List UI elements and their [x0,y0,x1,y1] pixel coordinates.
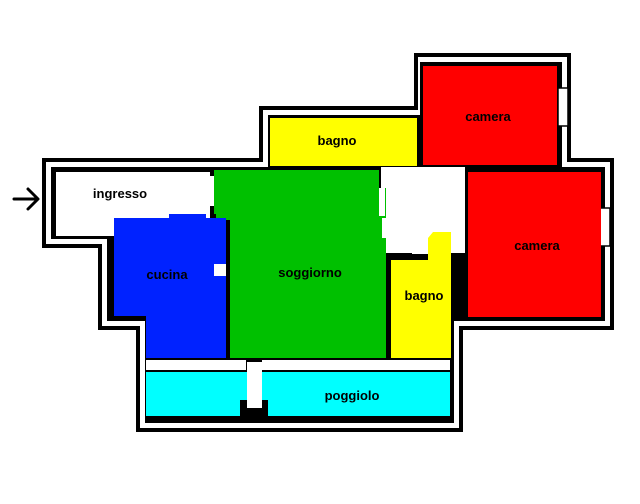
balcony-gap-right [262,360,450,370]
label-ingresso: ingresso [93,186,147,201]
window-camera-top [557,87,569,127]
label-camera-right: camera [514,238,560,253]
door-ingresso [208,176,214,206]
window-camera-right [599,207,611,247]
label-soggiorno: soggiorno [278,265,342,280]
room-cucina [114,214,226,358]
arrow-right-icon [12,187,40,211]
balcony-divider [247,362,262,408]
label-cucina: cucina [146,267,188,282]
room-soggiorno [214,170,386,358]
hall-floor [381,167,465,253]
balcony-gap-left [146,360,246,370]
label-poggiolo: poggiolo [325,388,380,403]
room-poggiolo-left [146,372,247,416]
door-cucina [214,264,226,276]
room-poggiolo-right [262,372,450,416]
step-hall [412,244,428,254]
label-bagno-center: bagno [405,288,444,303]
room-camera-right [468,172,601,317]
door-soggiorno-hall [379,188,385,216]
label-bagno-top: bagno [318,133,357,148]
room-bagno-top [270,118,417,166]
room-bagno-center [391,232,451,358]
room-camera-top [423,66,557,165]
label-camera-top: camera [465,109,511,124]
